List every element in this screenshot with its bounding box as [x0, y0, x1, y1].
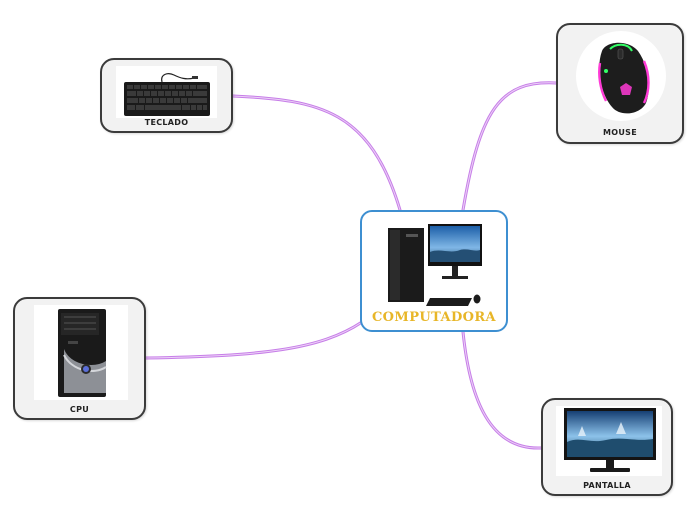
node-pantalla[interactable]: PANTALLA	[541, 398, 673, 496]
node-label: CPU	[69, 405, 90, 414]
connector-pantalla-highlight	[462, 331, 542, 449]
connector-pantalla	[461, 330, 543, 450]
mouse-icon	[576, 31, 666, 121]
cpu-tower-icon	[34, 305, 128, 400]
node-label: TECLADO	[144, 118, 189, 127]
desktop-computer-icon	[384, 218, 484, 314]
node-mouse[interactable]: MOUSE	[556, 23, 684, 144]
monitor-icon	[556, 406, 662, 476]
central-topic-label: COMPUTADORA	[371, 310, 497, 325]
connector-mouse-highlight	[462, 82, 557, 211]
node-teclado[interactable]: TECLADO	[100, 58, 233, 133]
node-label: PANTALLA	[583, 481, 631, 490]
connector-teclado-highlight	[232, 95, 401, 211]
node-cpu[interactable]: CPU	[13, 297, 146, 420]
keyboard-icon	[116, 66, 217, 118]
node-label: MOUSE	[603, 128, 637, 137]
central-topic[interactable]: COMPUTADORA	[360, 210, 508, 332]
connector-cpu-highlight	[145, 321, 363, 359]
